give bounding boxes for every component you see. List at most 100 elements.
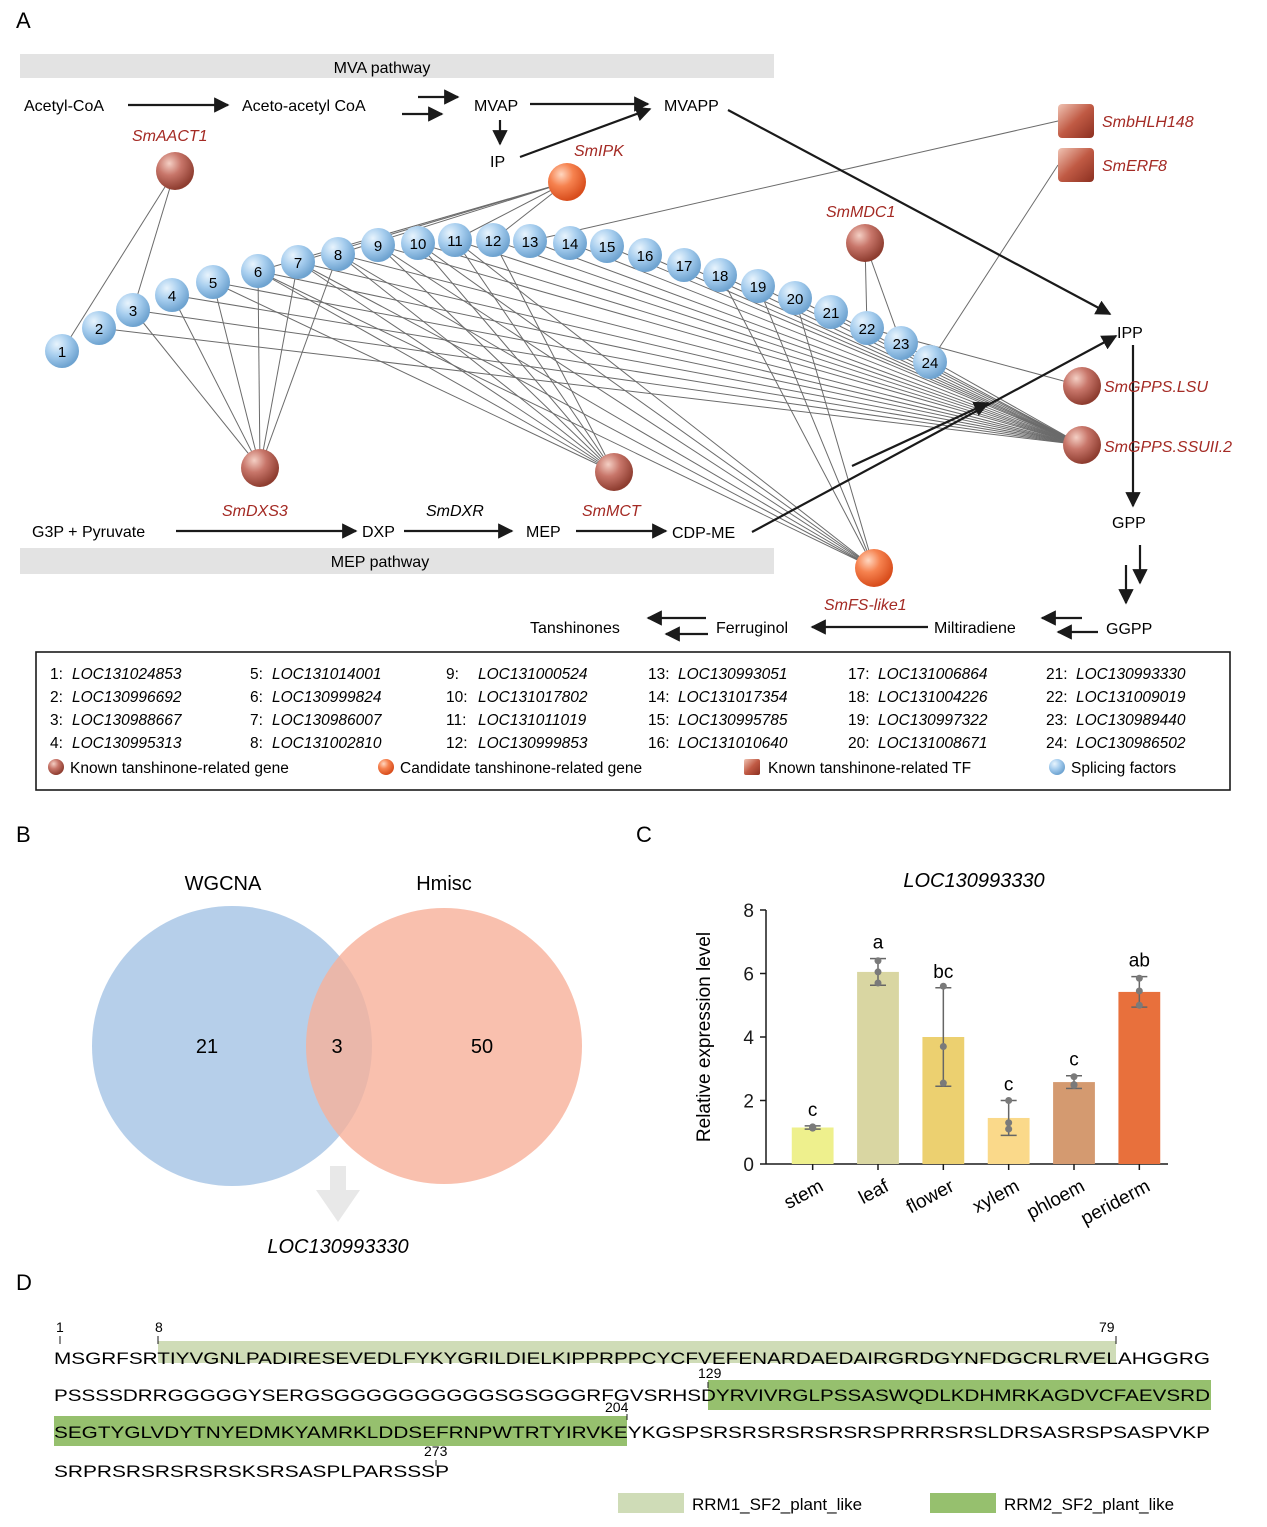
network-edge (212, 281, 261, 469)
network-edge (377, 244, 615, 473)
legend-locus-id: LOC130995785 (678, 712, 788, 729)
network-edge (257, 270, 875, 569)
legend-locus-id: LOC130996692 (72, 689, 182, 706)
chart-significance-letter: bc (933, 962, 953, 983)
pos-label-129: 129 (698, 1365, 722, 1381)
legend-splicing-icon (1049, 759, 1065, 775)
network-edge (212, 281, 615, 473)
splicing-factor-number: 8 (334, 247, 342, 264)
network-edge (297, 261, 1083, 446)
legend-locus-number: 17: (848, 666, 870, 683)
chart-data-point (1135, 1001, 1143, 1009)
panel-d-label: D (16, 1270, 32, 1295)
venn-label-hmisc: Hmisc (416, 873, 472, 895)
chart-bar (791, 1127, 834, 1164)
chart-data-point (874, 979, 882, 987)
node-smbhlh148-square (1058, 104, 1094, 138)
chart-data-point (874, 968, 882, 976)
legend-locus-number: 18: (848, 689, 870, 706)
legend-rrm1-swatch (618, 1493, 684, 1513)
chart-category-label: periderm (1078, 1176, 1154, 1230)
rrm2-highlight-1 (708, 1380, 1211, 1410)
panel-a-label: A (16, 8, 31, 33)
chart-y-tick-label: 4 (743, 1028, 754, 1049)
splicing-factor-node (741, 269, 775, 303)
splicing-factor-number: 23 (893, 336, 910, 353)
chart-significance-letter: ab (1129, 951, 1150, 972)
chart-data-point (809, 1123, 817, 1131)
label-smipk: SmIPK (574, 143, 625, 160)
splicing-factor-node (438, 223, 472, 257)
splicing-factor-node (884, 326, 918, 360)
legend-locus-id: LOC131014001 (272, 666, 381, 683)
chart-significance-letter: c (1069, 1050, 1079, 1071)
legend-locus-number: 5: (250, 666, 263, 683)
node-mvap: MVAP (474, 98, 518, 115)
legend-candidate-label: Candidate tanshinone-related gene (400, 760, 642, 777)
chart-data-point (1070, 1081, 1078, 1089)
legend-locus-number: 7: (250, 712, 263, 729)
splicing-factor-number: 11 (447, 233, 463, 250)
splicing-factor-node (590, 229, 624, 263)
chart-data-point (939, 1079, 947, 1087)
network-edge (454, 239, 875, 569)
node-smerf8-square (1058, 148, 1094, 182)
chart-bars: cstemaleafbcflowercxylemcphloemabperider… (781, 933, 1161, 1230)
node-mvapp: MVAPP (664, 98, 719, 115)
legend-locus-id: LOC131017802 (478, 689, 588, 706)
sequence-lines: MSGRFSRTIYVGNLPADIRESEVEDLFYKYGRILDIELKI… (54, 1349, 1210, 1481)
rrm1-highlight-1 (158, 1341, 1116, 1363)
legend-locus-id: LOC131011019 (478, 712, 587, 729)
chart-y-tick-label: 2 (743, 1092, 754, 1113)
chart-data-point (1135, 987, 1143, 995)
expression-bar-chart: LOC130993330 Relative expression level 0… (694, 870, 1168, 1230)
splicing-factor-number: 16 (637, 248, 654, 265)
legend-locus-number: 11: (446, 712, 466, 729)
network-edge (257, 270, 1083, 446)
node-ferruginol: Ferruginol (716, 620, 788, 637)
splicing-factor-node (241, 254, 275, 288)
legend-locus-number: 3: (50, 712, 63, 729)
legend-locus-number: 14: (648, 689, 670, 706)
legend-locus-number: 16: (648, 735, 670, 752)
mep-pathway-band (20, 548, 774, 574)
chart-bar (1053, 1082, 1095, 1164)
splicing-factor-node (401, 226, 435, 260)
splicing-factor-node (778, 281, 812, 315)
legend-locus-number: 10: (446, 689, 468, 706)
pos-label-273: 273 (424, 1443, 448, 1459)
chart-data-point (1005, 1119, 1013, 1127)
legend-locus-number: 20: (848, 735, 870, 752)
chart-data-point (874, 957, 882, 965)
legend-locus-number: 24: (1046, 735, 1068, 752)
chart-y-axis-label: Relative expression level (694, 932, 715, 1142)
splicing-factor-node (553, 226, 587, 260)
network-edge (454, 239, 615, 473)
node-acetyl-coa: Acetyl-CoA (24, 98, 104, 115)
network-edge (257, 270, 615, 473)
legend-locus-number: 23: (1046, 712, 1068, 729)
node-ip: IP (490, 154, 505, 171)
legend-locus-id: LOC130997322 (878, 712, 988, 729)
node-g3p-pyruvate: G3P + Pyruvate (32, 524, 145, 541)
chart-significance-letter: c (808, 1100, 818, 1121)
network-edge (454, 239, 1083, 446)
network-edge (259, 261, 299, 469)
splicing-factor-number: 9 (374, 238, 382, 255)
venn-result: LOC130993330 (267, 1236, 408, 1258)
legend-known-label: Known tanshinone-related gene (70, 760, 289, 777)
splicing-factor-number: 5 (209, 275, 217, 292)
node-smmdc1-sphere (846, 224, 884, 262)
legend-loci: 1:LOC1310248532:LOC1309966923:LOC1309886… (50, 666, 1186, 752)
node-smgpps-lsu-sphere (1063, 367, 1101, 405)
network-edge (212, 281, 1083, 446)
legend-locus-id: LOC131004226 (878, 689, 988, 706)
gene-labels: SmAACT1 SmIPK SmMDC1 SmbHLH148 SmERF8 Sm… (132, 114, 1232, 614)
sequence-line: SEGTYGLVDYTNYEDMKYAMRKLDDSEFRNPWTRTYIRVK… (54, 1423, 1210, 1442)
sequence-position-ticks (59, 1336, 1117, 1466)
splicing-factor-number: 3 (129, 303, 137, 320)
network-edge (929, 164, 1059, 363)
node-acetoacetyl-coa: Aceto-acetyl CoA (242, 98, 366, 115)
chart-category-label: xylem (969, 1176, 1023, 1218)
venn-count-overlap: 3 (331, 1036, 342, 1058)
